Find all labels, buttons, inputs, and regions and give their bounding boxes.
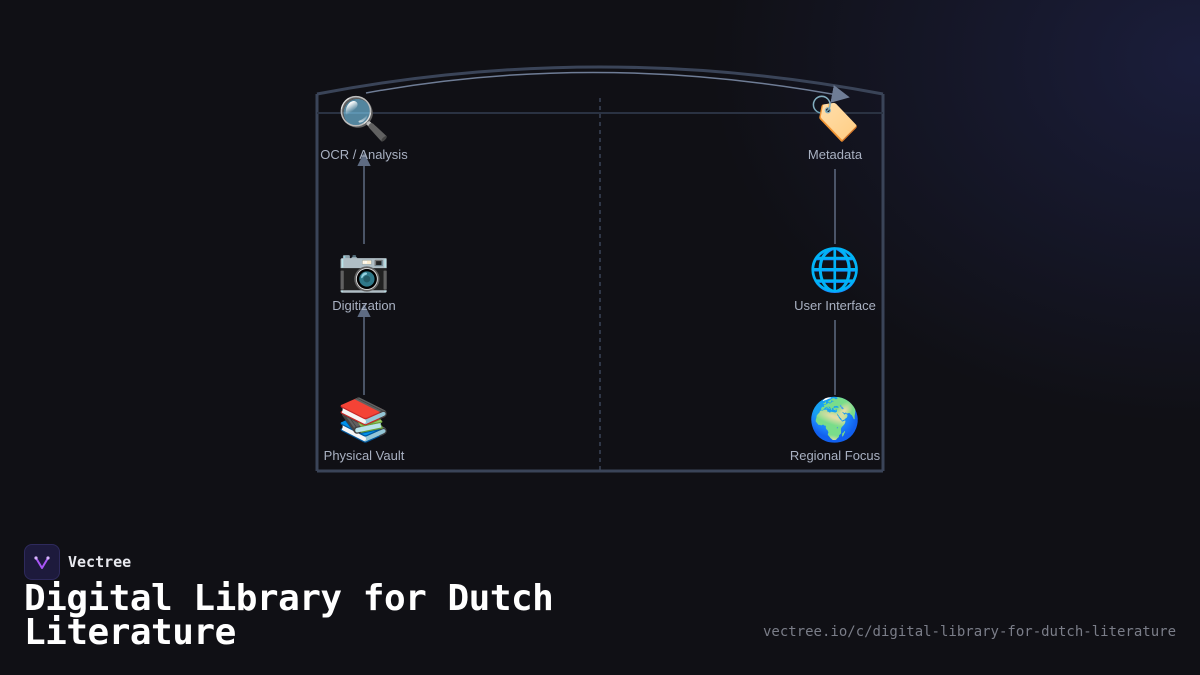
- vectree-logo-icon: [24, 544, 60, 580]
- node-metadata[interactable]: 🏷️ Metadata: [765, 93, 905, 162]
- camera-icon: 📷: [337, 245, 391, 294]
- node-label: Digitization: [332, 298, 396, 313]
- node-label: User Interface: [794, 298, 876, 313]
- node-ocr-analysis[interactable]: 🔍 OCR / Analysis: [294, 93, 434, 162]
- node-label: Metadata: [807, 147, 863, 162]
- node-label: Regional Focus: [789, 448, 881, 463]
- node-user-interface[interactable]: 🌐 User Interface: [765, 244, 905, 313]
- node-digitization[interactable]: 📷 Digitization: [294, 244, 434, 313]
- globe-meridians-icon: 🌐: [808, 245, 862, 294]
- page-title: Digital Library for Dutch Literature: [24, 578, 554, 653]
- magnifier-icon: 🔍: [337, 94, 391, 143]
- brand[interactable]: Vectree: [24, 544, 131, 580]
- brand-name: Vectree: [68, 553, 132, 571]
- frame: [315, 65, 885, 473]
- node-label: Physical Vault: [323, 448, 405, 463]
- node-physical-vault[interactable]: 📚 Physical Vault: [294, 394, 434, 463]
- tag-icon: 🏷️: [808, 94, 862, 143]
- node-regional-focus[interactable]: 🌍 Regional Focus: [765, 394, 905, 463]
- node-label: OCR / Analysis: [320, 147, 408, 162]
- page-url[interactable]: vectree.io/c/digital-library-for-dutch-l…: [762, 624, 1176, 640]
- books-icon: 📚: [337, 395, 391, 444]
- globe-europe-africa-icon: 🌍: [808, 395, 862, 444]
- arrow-ocr-to-metadata: [365, 71, 850, 103]
